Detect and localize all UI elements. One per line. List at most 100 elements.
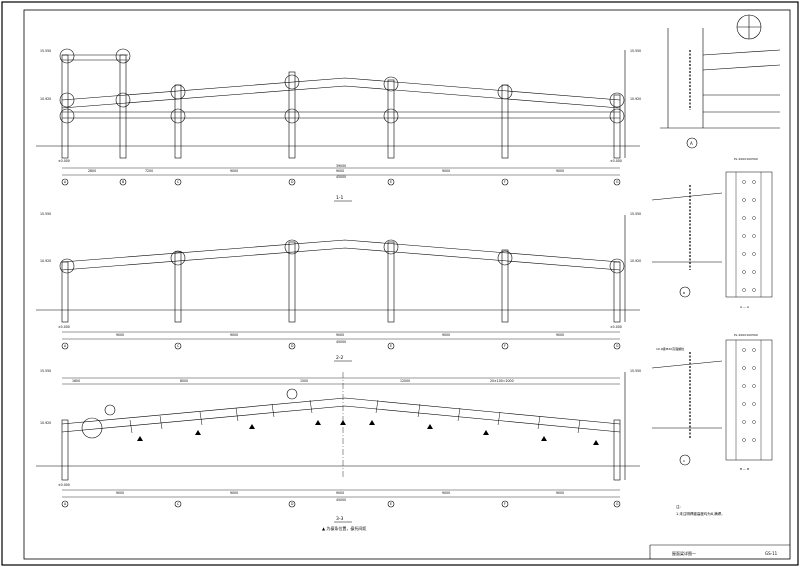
section-1-grid-g: G [616,180,619,184]
section-2-rafter-bottom [61,247,621,271]
section-3-title: 3-3 [336,516,343,522]
detail-b-label: B [683,291,685,295]
detail-b [651,171,773,298]
section-1-grid-a: A [64,180,67,184]
section-2-base-elev-right: ±0.000 [610,325,622,329]
section-3-top-dim-3: 1500 [300,379,308,383]
section-2-grid-e: E [390,344,392,348]
detail-c-plate: PL 200X10X500 [734,333,758,337]
section-3-span-5: 9000 [556,491,564,495]
section-1-span-2: 7200 [145,169,153,173]
section-1-span-5: 9000 [442,169,450,173]
section-2-span-1: 9000 [116,333,124,337]
section-2-grid-a: A [64,344,67,348]
section-1-labels: 15.550 15.550 10.920 10.920 ±0.000 ±0.00… [40,49,641,201]
section-3-mid-elev-left: 10.920 [40,421,51,425]
section-1-base-elev-right: ±0.000 [610,159,622,163]
detail-c-label: C [683,459,685,463]
section-3-grid-bubbles [61,500,621,508]
section-3-top-dim-1: 1600 [72,379,80,383]
section-2-rafter-top [61,239,621,263]
section-1-grid-e: E [390,180,392,184]
detail-c-bolt-holes [742,348,756,442]
section-2-eave-elev-left: 15.550 [40,212,51,216]
section-3-base-elev-left: ±0.000 [58,483,70,487]
section-2-grid-g: G [616,344,619,348]
section-2-mid-elev-left: 10.920 [40,259,51,263]
section-1-overall: 45000 [336,175,346,179]
section-3-top-dim-4: 12000 [400,379,410,383]
section-2-span-3: 9000 [336,333,344,337]
section-3-top-dim-5: 20×100=2000 [490,379,514,383]
section-2-grid-f: F [504,344,506,348]
legend-note: ▲ 为檩条位置，檩托间距 [322,525,366,531]
section-2-overall: 45000 [336,340,346,344]
title-block-name: 屋面梁详图一 [672,550,696,556]
section-3-overall: 45000 [336,498,346,502]
section-2-eave-elev-right: 15.550 [630,212,641,216]
section-3-eave-elev-left: 15.550 [40,369,51,373]
section-3-labels: 15.550 15.550 10.920 ±0.000 1600 8000 15… [40,369,641,531]
detail-a [660,14,781,149]
section-2-span-5: 9000 [556,333,564,337]
section-1-rafter-bottom [61,85,621,109]
section-3-span-1: 9000 [116,491,124,495]
section-3-grid-e: E [390,502,392,506]
section-1-grid-d: D [291,180,294,184]
detail-c-labels: C B — B PL 200X10X500 10.9级M20高强螺栓 [656,333,758,471]
section-2-mid-elev-right: 10.920 [630,259,641,263]
section-2-title: 2-2 [336,355,343,361]
section-1-grid-c: C [177,180,180,184]
detail-c-section: B — B [740,467,749,471]
section-2-columns [61,215,626,323]
section-3-3 [36,372,640,508]
section-1-eave-elev-right: 15.550 [630,49,641,53]
section-1-span-4: 9000 [336,169,344,173]
detail-b-bolt-holes [742,180,756,292]
detail-b-plate: PL 200X10X500 [734,157,758,161]
section-3-grid-c: C [177,502,180,506]
section-1-grid-f: F [504,180,506,184]
section-3-purlin-markers [137,420,599,445]
section-1-1 [36,48,640,186]
section-3-grid-d: D [291,502,294,506]
section-1-title: 1-1 [336,195,343,201]
section-3-rafter-bottom [61,405,621,433]
section-3-grid-g: G [616,502,619,506]
section-1-mid-elev-right: 10.920 [630,97,641,101]
section-1-grid-b: B [122,180,124,184]
section-3-span-3: 9000 [336,491,344,495]
section-3-top-dim-2: 8000 [180,379,188,383]
section-1-rafter-top [61,77,621,101]
section-1-base-elev-left: ±0.000 [58,159,70,163]
section-1-mid-elev-left: 10.920 [40,97,51,101]
section-3-grid-a: A [64,502,67,506]
general-notes: 注: 1.未注明焊缝高度均为8,满焊。 [676,504,725,516]
section-3-grid-f: F [504,502,506,506]
detail-b-labels: B A — A PL 200X10X500 [683,157,758,309]
detail-c [651,339,773,466]
section-2-grid-c: C [177,344,180,348]
section-1-eave-elev-left: 15.550 [40,49,51,53]
bolt-label: 10.9级M20高强螺栓 [656,346,684,351]
inner-border [23,9,791,560]
section-1-span-3: 9000 [230,169,238,173]
section-3-span-4: 9000 [442,491,450,495]
section-1-span-6: 9000 [556,169,564,173]
section-3-eave-elev-right: 15.550 [630,369,641,373]
section-2-2 [36,215,640,350]
section-3-rafter-top [61,397,621,425]
title-block: 屋面梁详图一 GS-11 [649,544,790,559]
note-body: 1.未注明焊缝高度均为8,满焊。 [676,511,725,516]
section-1-overall-sub: 39000 [336,164,346,168]
section-2-grid-d: D [291,344,294,348]
section-1-grid-bubbles [61,178,621,186]
section-2-span-4: 9000 [442,333,450,337]
section-1-columns [61,50,626,159]
sheet-number: GS-11 [765,551,778,556]
section-2-span-2: 9000 [230,333,238,337]
note-title: 注: [676,504,681,509]
section-3-span-2: 9000 [230,491,238,495]
detail-b-section: A — A [740,305,750,309]
